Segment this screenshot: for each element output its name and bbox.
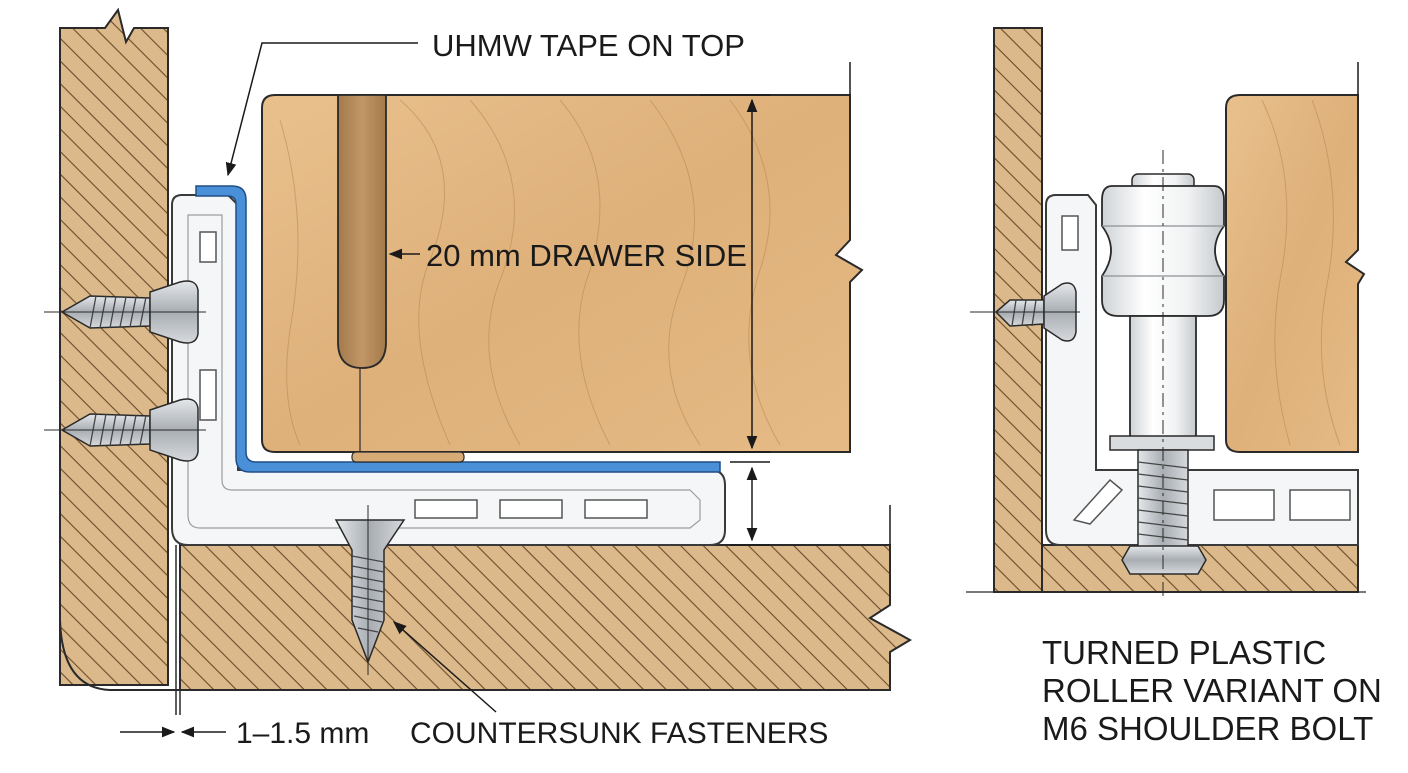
hex-nut [1121, 545, 1207, 575]
cabinet-bottom-panel [179, 544, 913, 691]
runner-slot [414, 499, 478, 519]
drawer-bottom-pad [351, 451, 465, 463]
runner-slot [584, 499, 648, 519]
uhmw-tape [195, 185, 721, 473]
runner-slot [199, 231, 217, 263]
runner-slot [199, 369, 217, 421]
cabinet-corner-edge [59, 619, 180, 691]
screw-lower [44, 398, 206, 462]
label-variant-line3: M6 SHOULDER BOLT [1042, 710, 1373, 747]
label-uhmw-tape: UHMW TAPE ON TOP [432, 28, 745, 63]
plastic-l-runner [171, 194, 726, 546]
drawer-side-board [261, 94, 864, 453]
variant-wood-grain [1261, 99, 1341, 446]
drawer-groove [337, 94, 387, 369]
label-gap: 1–1.5 mm [236, 717, 369, 750]
variant-screw [970, 282, 1080, 342]
variant-runner-slot [1213, 489, 1275, 521]
label-variant-line1: TURNED PLASTIC [1042, 634, 1326, 671]
dimension-right-edges [849, 62, 891, 545]
variant-runner-rib [1072, 478, 1124, 525]
leader-fasteners [392, 621, 497, 713]
label-variant-line2: ROLLER VARIANT ON [1042, 672, 1382, 709]
label-drawer-side: 20 mm DRAWER SIDE [426, 238, 747, 273]
variant-drawer-side-board [1225, 94, 1366, 453]
left-section-detail: UHMW TAPE ON TOP 20 mm DRAWER SIDE 1–1.5… [44, 7, 913, 750]
variant-runner-slot [1061, 215, 1079, 251]
dimension-runner-thickness [730, 461, 770, 546]
right-section-detail: TURNED PLASTIC ROLLER VARIANT ON M6 SHOU… [966, 27, 1382, 747]
runner-inner-outline [187, 214, 701, 529]
screw-bottom [334, 505, 406, 675]
cabinet-side-panel [58, 7, 169, 686]
label-fasteners: COUNTERSUNK FASTENERS [410, 717, 828, 750]
runner-slot [499, 499, 563, 519]
m6-shoulder-bolt [1121, 150, 1207, 600]
screw-upper [44, 280, 206, 344]
leader-uhmw-tape [225, 42, 418, 177]
variant-runner-slot [1289, 489, 1351, 521]
dimension-drawer-height [700, 94, 770, 453]
